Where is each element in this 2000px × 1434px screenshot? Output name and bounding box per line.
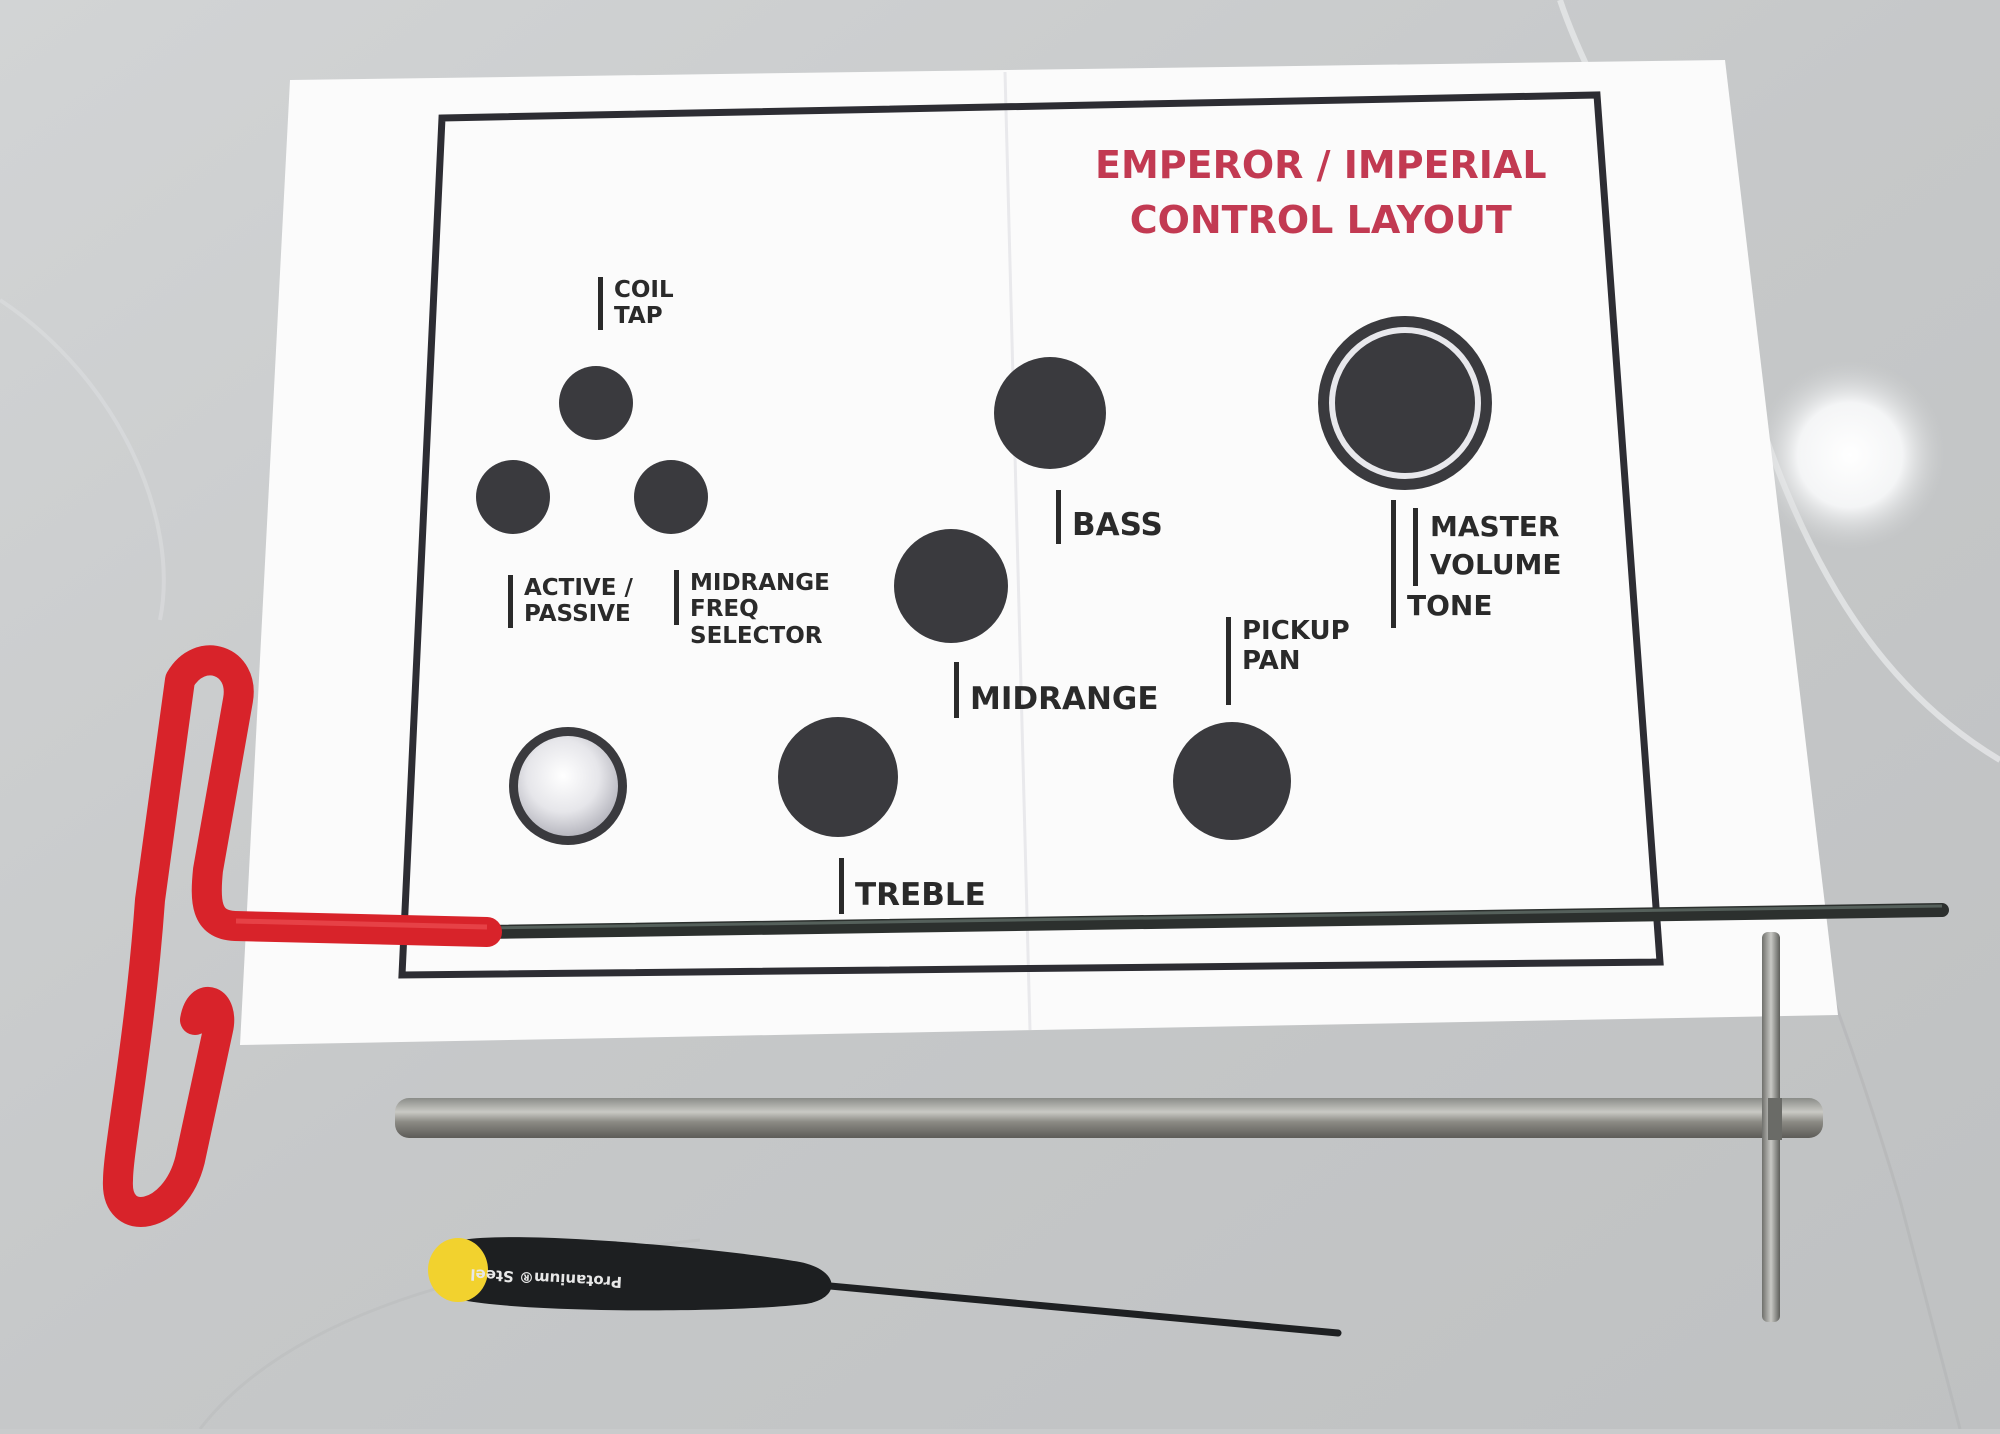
coil-tap-label: COIL TAP xyxy=(598,277,674,330)
tone-label: TONE xyxy=(1391,500,1492,628)
midrange-label: MIDRANGE xyxy=(954,662,1159,718)
master-volume-knob-ring xyxy=(1329,327,1481,479)
treble-knob xyxy=(778,717,898,837)
screwdriver-shaft xyxy=(826,1282,1342,1337)
light-glare xyxy=(1755,360,1945,550)
screwdriver-handle xyxy=(462,1237,832,1311)
active-passive-knob xyxy=(476,460,550,534)
midrange-freq-knob xyxy=(634,460,708,534)
red-t-handle xyxy=(102,645,502,1227)
marble-vein xyxy=(0,298,166,621)
layout-title: EMPEROR / IMPERIAL CONTROL LAYOUT xyxy=(1095,138,1547,248)
pickup-pan-label: PICKUP PAN xyxy=(1226,616,1350,705)
midrange-freq-selector-label: MIDRANGE FREQ SELECTOR xyxy=(674,570,830,649)
title-line-2: CONTROL LAYOUT xyxy=(1129,198,1512,243)
coil-tap-knob xyxy=(559,366,633,440)
t-handle-rod xyxy=(478,903,1949,939)
screwdriver-tip-cap xyxy=(428,1238,488,1302)
paper-fold xyxy=(1003,71,1032,1031)
title-line-1: EMPEROR / IMPERIAL xyxy=(1095,143,1547,187)
jack-socket-hole xyxy=(518,736,618,836)
master-volume-label: MASTER VOLUME xyxy=(1413,508,1562,586)
treble-label: TREBLE xyxy=(839,858,986,914)
pickup-pan-knob xyxy=(1173,722,1291,840)
master-volume-knob-outer xyxy=(1318,316,1492,490)
steel-t-handle-bar xyxy=(395,1098,1823,1138)
paper-sheet xyxy=(240,60,1838,1045)
bass-knob xyxy=(994,357,1106,469)
midrange-knob xyxy=(894,529,1008,643)
bass-label: BASS xyxy=(1056,490,1163,544)
layout-border xyxy=(398,91,1664,979)
active-passive-label: ACTIVE / PASSIVE xyxy=(508,575,633,628)
